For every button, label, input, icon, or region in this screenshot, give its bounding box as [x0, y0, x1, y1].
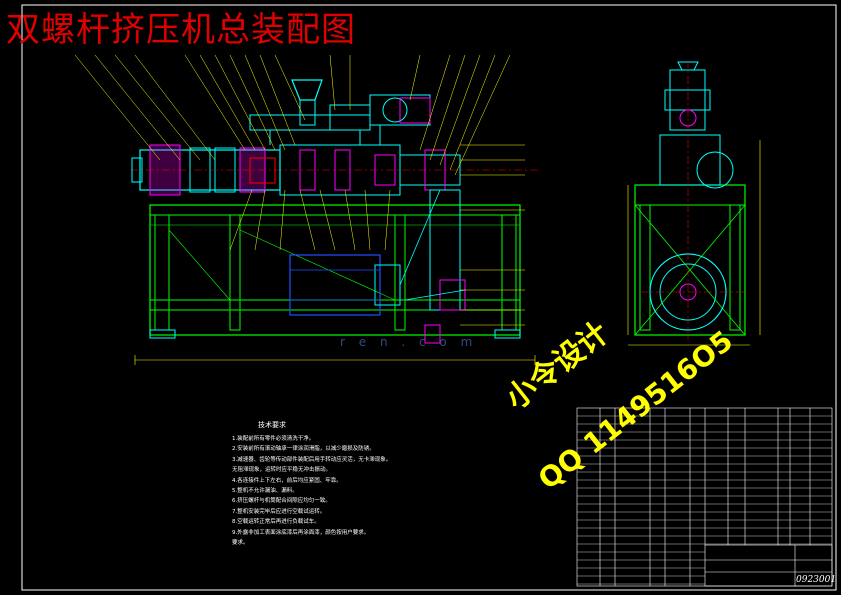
- note-item: 6.挤压螺杆与机筒配合间隙应均匀一致。: [232, 498, 331, 505]
- note-item: 8.空载运转正常后再进行负载试车。: [232, 519, 320, 526]
- logo-watermark-text: r e n . c o m: [340, 335, 478, 349]
- note-item: 7.整机安装完毕后应进行空载试运转。: [232, 508, 326, 515]
- main-motor: [289, 254, 381, 316]
- technical-requirements-list: 1.装配前所有零件必须清洗干净。 2.安装前所有滚动轴承一律涂润滑脂，以减少磨损…: [232, 434, 462, 548]
- note-item: 9.外露非加工表面涂底漆后再涂面漆，颜色按用户要求。: [232, 529, 370, 536]
- drawing-border: [21, 4, 837, 591]
- note-item: 5.整机不允许漏油、漏料。: [232, 488, 298, 495]
- parts-list-rows: [577, 415, 832, 585]
- note-item: 要求。: [232, 540, 249, 547]
- feed-hopper: [291, 79, 323, 101]
- title-block: [704, 544, 833, 587]
- parts-list-table: [576, 407, 833, 587]
- note-item: 3.减速器、齿轮等传动部件装配后用手转动应灵活，无卡滞现象。: [232, 456, 392, 463]
- front-view: [74, 54, 540, 365]
- note-item: 2.安装前所有滚动轴承一律涂润滑脂，以减少磨损及防锈。: [232, 446, 375, 453]
- side-view: [627, 60, 761, 346]
- note-item: 4.各连接件上下左右，前后均应紧固、牢靠。: [232, 477, 342, 484]
- technical-requirements-heading: 技术要求: [258, 421, 286, 429]
- note-item: 1.装配前所有零件必须清洗干净。: [232, 436, 315, 442]
- side-frame: [634, 184, 746, 336]
- drawing-title: 双螺杆挤压机总装配图: [6, 10, 356, 50]
- drawing-number: 0923001: [796, 575, 837, 585]
- note-item: 无阻滞现象，运转时应平稳无冲击振动。: [232, 467, 332, 474]
